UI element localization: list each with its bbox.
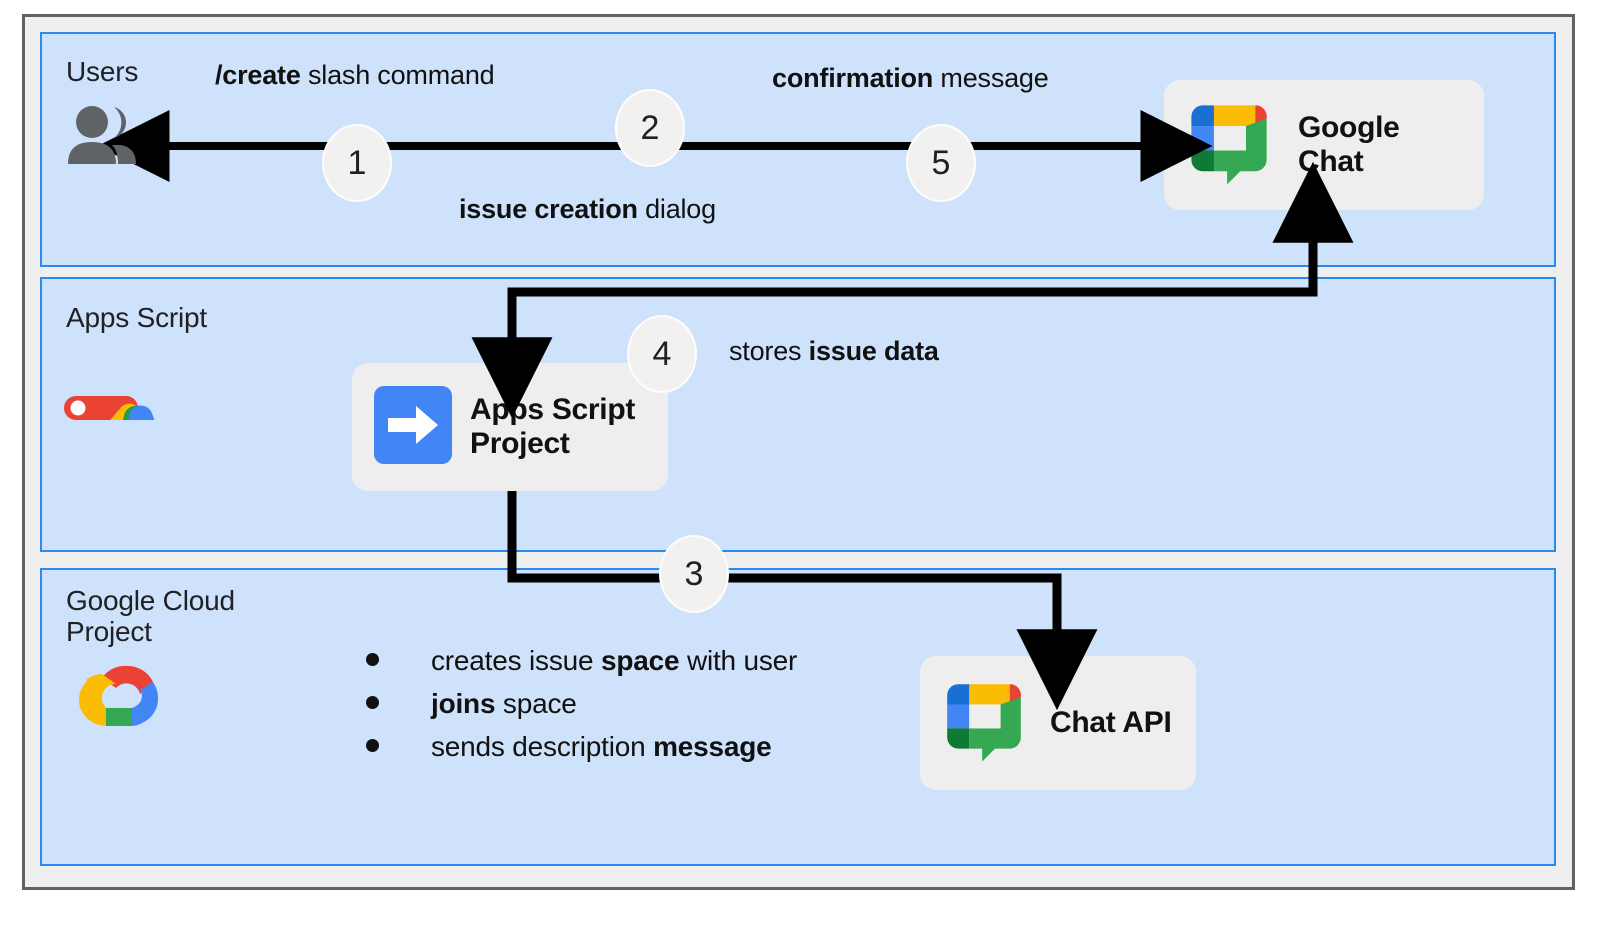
bullet-dot-icon	[366, 653, 379, 666]
apps-script-logo	[58, 334, 173, 485]
cloud-action-item: joins space	[366, 688, 797, 720]
caption-confirmation-rest: message	[933, 63, 1049, 93]
caption-issue-dialog-rest: dialog	[637, 194, 716, 224]
caption-issue-dialog-bold: issue creation	[459, 194, 638, 224]
caption-issue-dialog: issue creation dialog	[459, 194, 716, 225]
cloud-action-bold: joins	[431, 688, 496, 719]
lane-title-apps-script: Apps Script	[66, 302, 207, 333]
card-label-google-chat: Google Chat	[1298, 110, 1400, 178]
step-bubble-2[interactable]: 2	[615, 89, 685, 167]
cloud-action-text: joins space	[431, 688, 577, 720]
cloud-action-pre: creates issue	[431, 645, 601, 676]
card-google-chat[interactable]: Google Chat	[1164, 80, 1484, 210]
step-bubble-3[interactable]: 3	[659, 535, 729, 613]
lane-title-google-cloud: Google Cloud Project	[66, 585, 235, 648]
caption-slash-command: /create slash command	[215, 60, 495, 91]
cloud-action-text: creates issue space with user	[431, 645, 797, 677]
caption-slash-command-bold: /create	[215, 60, 301, 90]
google-chat-logo	[1182, 96, 1276, 195]
cloud-action-bold: message	[653, 731, 772, 762]
apps-script-project-icon	[374, 385, 452, 469]
card-chat-api[interactable]: Chat API	[920, 656, 1196, 790]
cloud-action-item: creates issue space with user	[366, 645, 797, 677]
card-label-chat-api: Chat API	[1050, 705, 1172, 739]
lane-title-users: Users	[66, 56, 139, 87]
cloud-action-bold: space	[600, 645, 680, 676]
caption-stores-bold: issue data	[808, 336, 939, 366]
caption-stores-issue-data: stores issue data	[729, 336, 939, 367]
google-cloud-logo	[78, 662, 178, 740]
step-bubble-4[interactable]: 4	[627, 315, 697, 393]
lane-apps-script	[40, 277, 1556, 552]
google-chat-logo	[938, 675, 1030, 772]
cloud-action-text: sends description message	[431, 731, 772, 763]
bullet-dot-icon	[366, 739, 379, 752]
lane-google-cloud-project	[40, 568, 1556, 866]
caption-confirmation-message: confirmation message	[772, 63, 1049, 94]
caption-confirmation-bold: confirmation	[772, 63, 934, 93]
card-label-apps-script-project: Apps Script Project	[470, 392, 636, 460]
step-bubble-5[interactable]: 5	[906, 124, 976, 202]
caption-slash-command-rest: slash command	[300, 60, 495, 90]
step-bubble-1[interactable]: 1	[322, 124, 392, 202]
card-apps-script-project[interactable]: Apps Script Project	[352, 363, 668, 491]
cloud-action-post: with user	[679, 645, 798, 676]
cloud-action-item: sends description message	[366, 731, 797, 763]
bullet-dot-icon	[366, 696, 379, 709]
cloud-action-pre: sends description	[431, 731, 654, 762]
cloud-actions-list: creates issue space with user joins spac…	[366, 645, 797, 774]
caption-stores-pre: stores	[729, 336, 809, 366]
users-icon	[64, 104, 140, 166]
cloud-action-post: space	[495, 688, 577, 719]
